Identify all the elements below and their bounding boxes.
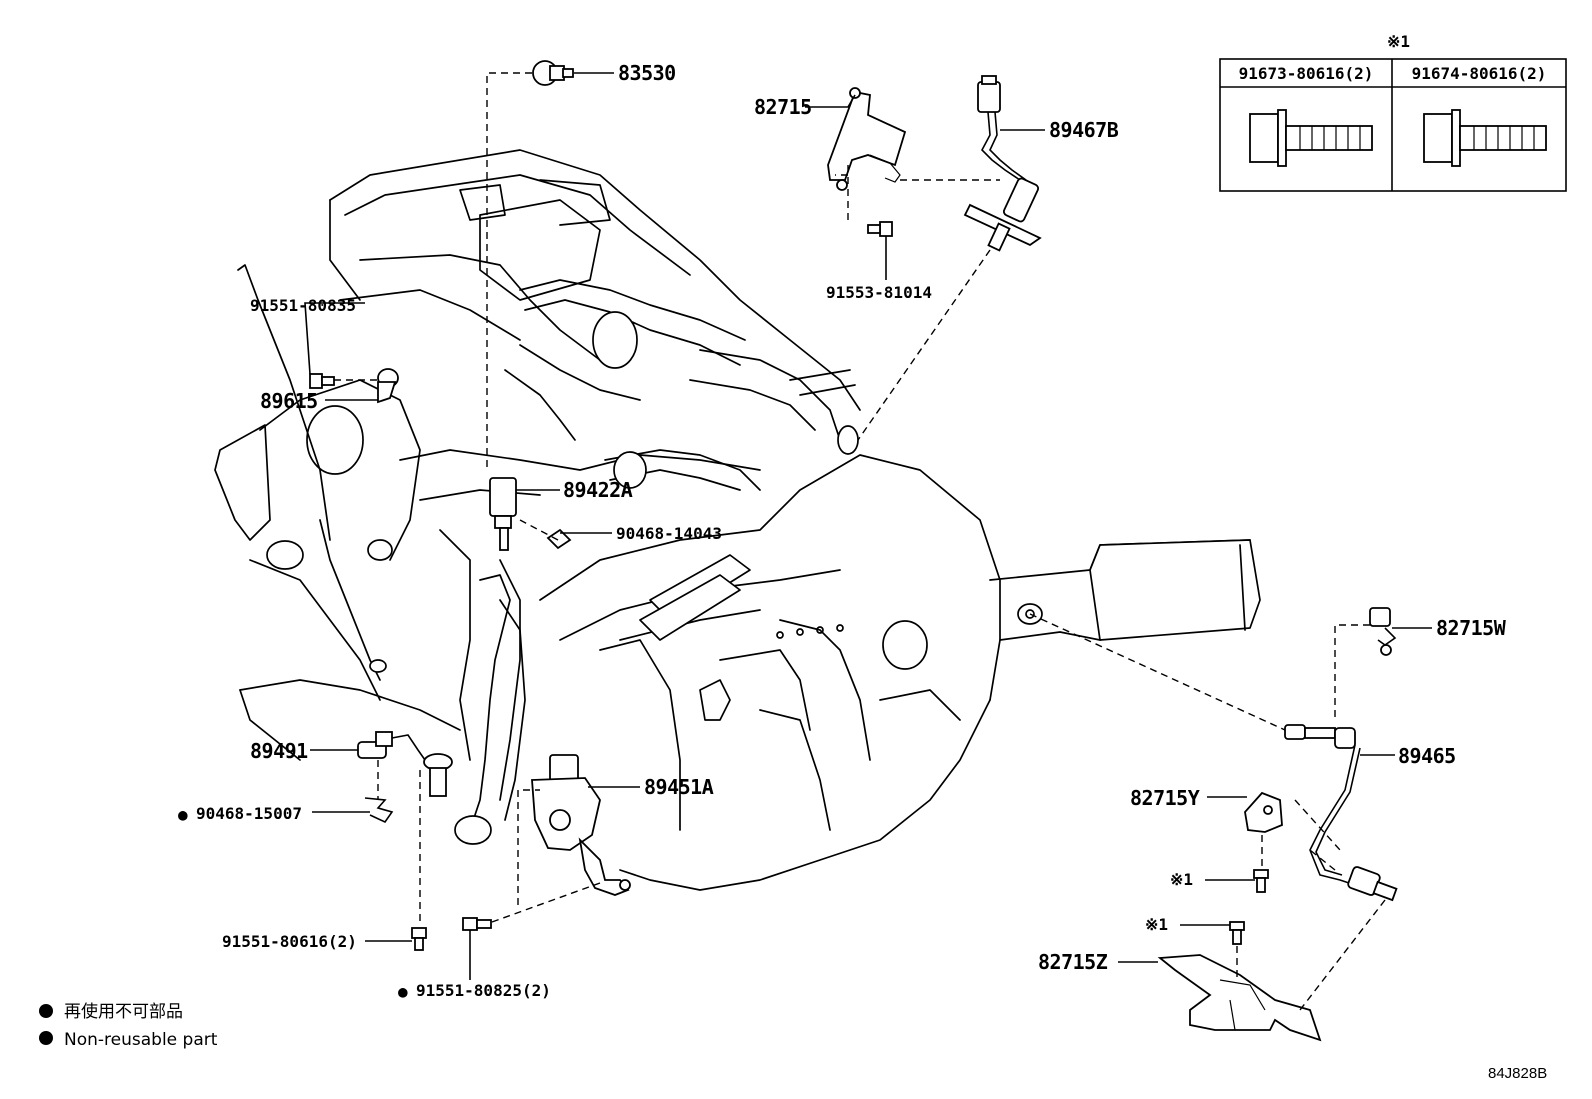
- bracket-82715y-part: [1244, 791, 1283, 833]
- callout-89615: 89615: [260, 389, 318, 413]
- callout-89451a: 89451A: [644, 775, 714, 799]
- callout-90468-15007: 90468-15007: [196, 804, 302, 823]
- callout-labels: 83530 82715 89467B 91553-81014 91551-808…: [178, 61, 1507, 1001]
- callout-82715y: 82715Y: [1130, 786, 1200, 810]
- knock-sensor-part: [377, 368, 399, 404]
- bolt-note1-b-part: [1229, 921, 1245, 945]
- table-col1-header: 91673-80616(2): [1239, 64, 1374, 83]
- callout-91551-80616: 91551-80616(2): [222, 932, 357, 951]
- callout-82715w: 82715W: [1436, 616, 1507, 640]
- af-sensor-89467b-part: [963, 75, 1042, 252]
- flange-bolt-2-illustration: [1423, 109, 1547, 167]
- diagram-id: 84J828B: [1488, 1065, 1547, 1082]
- o2-sensor-89465-part: [1284, 724, 1398, 902]
- bolt-91551-80616-part: [411, 927, 427, 951]
- bolt-note1-a-part: [1253, 869, 1269, 893]
- bullet-90468-15007: ●: [178, 805, 188, 824]
- callout-83530: 83530: [618, 61, 676, 85]
- table-col2-header: 91674-80616(2): [1412, 64, 1547, 83]
- callout-91553-81014: 91553-81014: [826, 283, 932, 302]
- callout-89422a: 89422A: [563, 478, 633, 502]
- callout-90468-14043: 90468-14043: [616, 524, 722, 543]
- table-title: ※1: [1387, 32, 1410, 51]
- callout-89467b: 89467B: [1049, 118, 1119, 142]
- legend-jp: 再使用不可部品: [64, 1001, 183, 1022]
- bracket-82715-part: [827, 87, 907, 191]
- installation-dashed-lines: [334, 72, 1386, 1011]
- legend: 再使用不可部品 Non-reusable part: [39, 1001, 218, 1050]
- legend-bullet-en: [39, 1031, 53, 1045]
- engine-transaxle-illustration: [214, 149, 1261, 891]
- oil-pressure-switch-part: [532, 60, 574, 86]
- callout-82715z: 82715Z: [1038, 950, 1108, 974]
- flange-bolt-1-illustration: [1249, 109, 1373, 167]
- note1-marker-a: ※1: [1170, 870, 1193, 889]
- temp-sensor-part: [489, 477, 517, 551]
- clamp-82715w-part: [1369, 607, 1397, 656]
- note1-marker-b: ※1: [1145, 915, 1168, 934]
- callout-82715: 82715: [754, 95, 812, 119]
- protector-82715z-part: [1157, 954, 1322, 1042]
- clip-90468-14043-part: [546, 528, 572, 550]
- legend-en: Non-reusable part: [64, 1030, 218, 1050]
- callout-89491: 89491: [250, 739, 308, 763]
- leader-lines: [304, 72, 1432, 980]
- bolt-91551-80835-part: [309, 373, 335, 389]
- speed-sensor-89491-part: [357, 731, 453, 797]
- legend-bullet-jp: [39, 1004, 53, 1018]
- bolt-reference-table: ※1 91673-80616(2) 91674-80616(2): [1219, 32, 1567, 192]
- bolt-91553-part: [867, 221, 893, 237]
- neutral-switch-part: [531, 754, 631, 896]
- callout-89465: 89465: [1398, 744, 1456, 768]
- callout-91551-80835: 91551-80835: [250, 296, 356, 315]
- clip-90468-15007-part: [364, 797, 394, 824]
- bolt-91551-80825-part: [462, 917, 492, 931]
- callout-91551-80825: 91551-80825(2): [416, 981, 551, 1000]
- bullet-91551-80825: ●: [398, 982, 408, 1001]
